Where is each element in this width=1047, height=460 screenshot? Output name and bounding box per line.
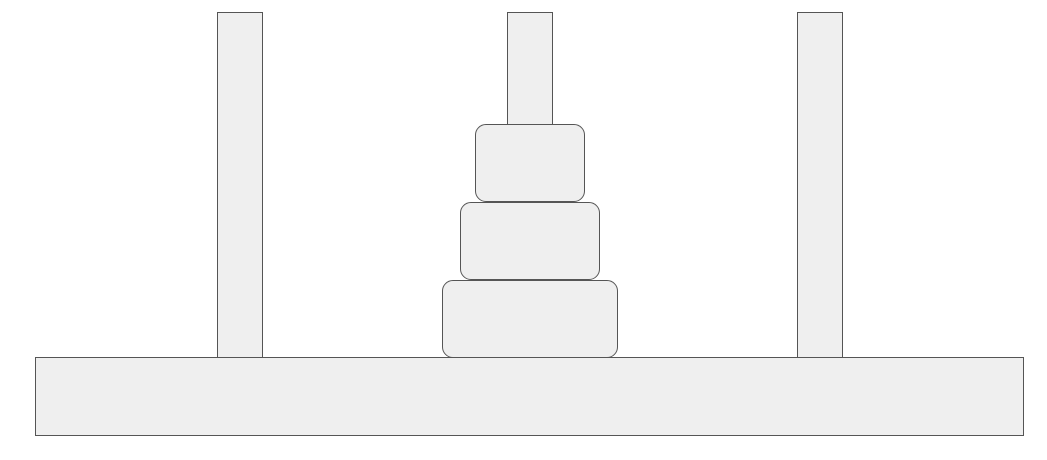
peg-left[interactable] [217, 12, 263, 358]
peg-right[interactable] [797, 12, 843, 358]
disk-small[interactable] [475, 124, 585, 202]
base-platform [35, 357, 1024, 436]
disk-medium[interactable] [460, 202, 600, 280]
disk-large[interactable] [442, 280, 618, 358]
